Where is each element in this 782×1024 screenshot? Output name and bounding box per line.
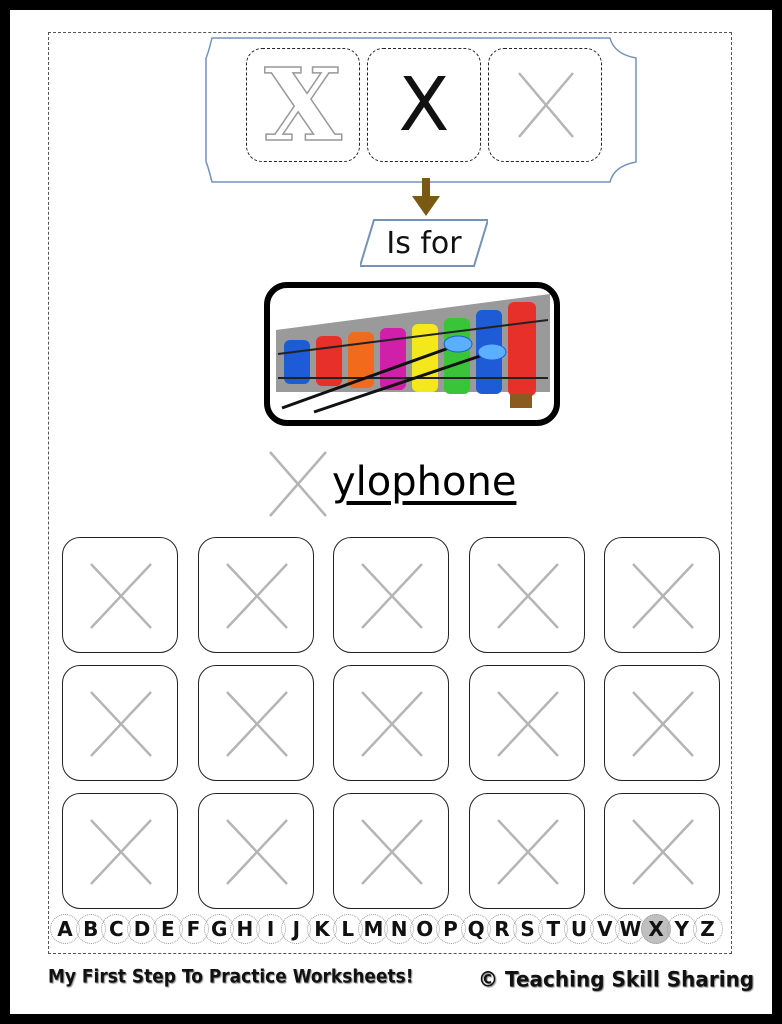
trace-letter-icon [90,691,152,757]
trace-letter-icon [90,563,152,629]
is-for-text: Is for [386,225,462,261]
trace-letter-icon [361,691,423,757]
footer-left-text: My First Step To Practice Worksheets! [48,965,414,989]
print-letter-box: X [367,48,481,162]
practice-cell[interactable] [604,537,720,653]
practice-grid [62,537,722,909]
trace-letter-icon [225,691,288,757]
practice-cell[interactable] [62,793,178,909]
practice-cell[interactable] [604,793,720,909]
xylophone-icon [264,282,560,426]
practice-cell[interactable] [333,793,449,909]
trace-letter-icon [496,819,559,885]
trace-letter-icon [225,563,288,629]
alphabet-letter: X [641,914,672,944]
word-rest: ylophone [332,459,517,505]
alphabet-letter: Z [692,914,723,944]
practice-cell[interactable] [197,537,314,653]
hollow-letter-box: X [246,48,360,162]
practice-cell[interactable] [333,537,449,653]
practice-cell[interactable] [604,665,720,781]
practice-cell[interactable] [197,793,314,909]
trace-letter-icon [496,563,559,629]
hollow-letter: X [263,46,342,164]
trace-letter-icon [632,563,694,629]
trace-letter-icon [496,691,559,757]
trace-letter-box[interactable] [488,48,602,162]
trace-letter-icon [225,819,288,885]
arrow-down-icon [412,178,440,216]
practice-cell[interactable] [62,537,178,653]
trace-letter-icon [632,819,694,885]
practice-cell[interactable] [468,665,585,781]
is-for-label: Is for [360,218,488,268]
trace-letter-icon [632,691,694,757]
trace-first-letter-icon [269,451,327,517]
trace-letter-icon [361,563,423,629]
cut-line [48,32,732,954]
practice-cell[interactable] [333,665,449,781]
practice-cell[interactable] [468,537,585,653]
xylophone-picture [264,282,560,426]
practice-cell[interactable] [62,665,178,781]
word-line: ylophone [262,446,572,526]
trace-letter-icon [518,72,574,138]
practice-cell[interactable] [197,665,314,781]
print-letter: X [398,62,450,148]
trace-letter-icon [90,819,152,885]
practice-cell[interactable] [468,793,585,909]
footer-right-text: © Teaching Skill Sharing [478,966,755,992]
trace-letter-icon [361,819,423,885]
